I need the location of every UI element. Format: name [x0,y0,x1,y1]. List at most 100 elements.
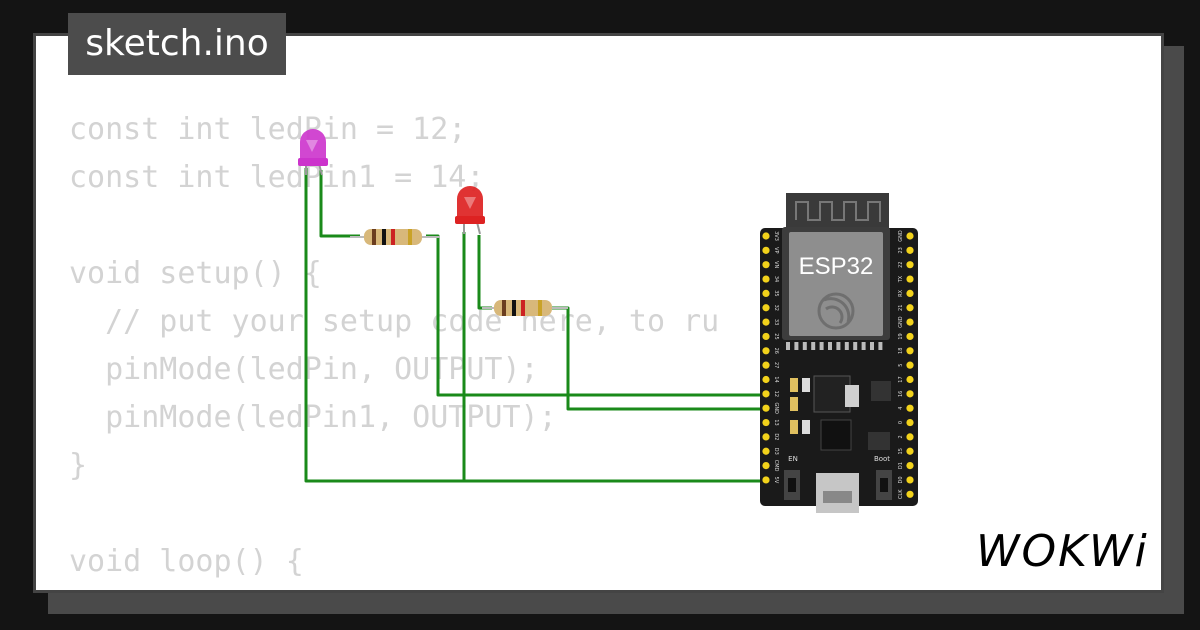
header-pin[interactable] [906,462,914,470]
header-pin[interactable] [906,318,914,326]
en-label: EN [788,455,798,463]
header-pin[interactable] [762,361,770,369]
resistor-2[interactable] [482,300,568,316]
header-pin[interactable] [906,390,914,398]
header-pin[interactable] [762,261,770,269]
pin-label: D1 [898,462,904,469]
pin-label: 21 [898,305,904,311]
pin-label: GND [773,402,779,414]
antenna-trace [795,201,881,222]
pin-label: 14 [773,376,779,382]
module-pins [786,342,883,350]
header-pin[interactable] [906,375,914,384]
en-button[interactable]: EN [784,455,800,500]
pin-label: CLK [898,489,904,499]
header-pin[interactable] [762,304,770,312]
header-pin[interactable] [762,347,770,355]
wire-led2-resistor [477,235,492,310]
wire-resistor1-pin14 [426,234,768,397]
code-line: // put your setup code here, to ru [69,304,720,339]
pin-label: 32 [773,305,779,311]
pin-label: 16 [898,391,904,397]
header-pin[interactable] [762,390,770,398]
pin-label: D3 [773,448,779,455]
pin-label: 2 [898,435,904,438]
header-pin[interactable] [906,433,914,441]
header-pin[interactable] [906,490,914,498]
pin-label: 33 [773,319,779,325]
code-line: pinMode(ledPin, OUTPUT); [69,352,539,387]
boot-button[interactable]: Boot [874,455,892,500]
code-line: } [69,448,88,483]
pin-label: 25 [773,333,779,339]
usb-port [816,473,859,513]
code-line: pinMode(ledPin1, OUTPUT); [69,400,557,435]
pin-label: 15 [898,448,904,454]
header-pin[interactable] [906,447,914,455]
header-pin[interactable] [762,433,770,441]
header-pin[interactable] [762,232,770,240]
code-line: void setup() { [69,256,322,291]
pin-label: 18 [898,348,904,354]
header-pin[interactable] [906,304,914,312]
pin-label: 5V [773,477,779,484]
pin-label: RX [898,289,904,296]
wokwi-logo: WOKWi [976,526,1149,577]
header-pin[interactable] [762,404,770,412]
header-pin[interactable] [906,476,914,484]
header-pin[interactable] [762,462,770,470]
code-line: const int ledPin = 12; [69,112,467,147]
code-line: const int ledPin1 = 14; [69,160,485,195]
header-pin[interactable] [762,447,770,455]
pin-label: VP [773,247,779,253]
pin-label: D2 [773,433,779,440]
header-pin[interactable] [906,261,914,269]
pin-label: 22 [898,262,904,268]
header-pin[interactable] [906,275,914,283]
header-pin[interactable] [762,289,770,297]
code-line: void loop() { [69,544,304,579]
header-pin[interactable] [762,246,770,254]
header-pin[interactable] [906,332,914,341]
pin-label: 27 [773,362,779,368]
header-pin[interactable] [906,289,914,297]
pin-label: 0 [898,421,904,424]
header-pin[interactable] [762,418,770,427]
pin-label: 5 [898,364,904,367]
led-purple[interactable] [298,129,328,176]
pin-label: GND [898,316,904,328]
board-name: ESP32 [799,253,874,280]
file-tab[interactable]: sketch.ino [68,13,286,75]
header-pin[interactable] [906,361,914,369]
wires [304,168,768,483]
header-pin[interactable] [906,232,914,240]
header-pin[interactable] [906,347,914,355]
header-pin[interactable] [762,275,770,283]
pin-label: GND [898,230,904,242]
header-pin[interactable] [906,418,914,427]
pin-label: 17 [898,376,904,382]
header-pin[interactable] [762,332,770,341]
usb-chip [820,419,852,451]
header-pin[interactable] [906,246,914,254]
pin-label: 13 [773,419,779,425]
resistor-1[interactable] [350,229,440,245]
esp32-board[interactable]: ESP32 EN [760,193,918,513]
header-pin[interactable] [762,318,770,326]
pin-label: 19 [898,333,904,339]
wire-led1-resistor [319,170,360,238]
pin-label: CMD [773,460,779,472]
pin-label: 12 [773,391,779,397]
header-pin[interactable] [762,375,770,384]
pin-label: TX [898,275,904,283]
pin-label: 26 [773,348,779,354]
code-card: const int ledPin = 12; const int ledPin1 … [33,33,1164,593]
pin-label: 35 [773,290,779,296]
header-pin[interactable] [762,476,770,484]
led-red[interactable] [455,186,485,235]
header-pin[interactable] [906,404,914,412]
pin-label: 34 [773,276,779,282]
